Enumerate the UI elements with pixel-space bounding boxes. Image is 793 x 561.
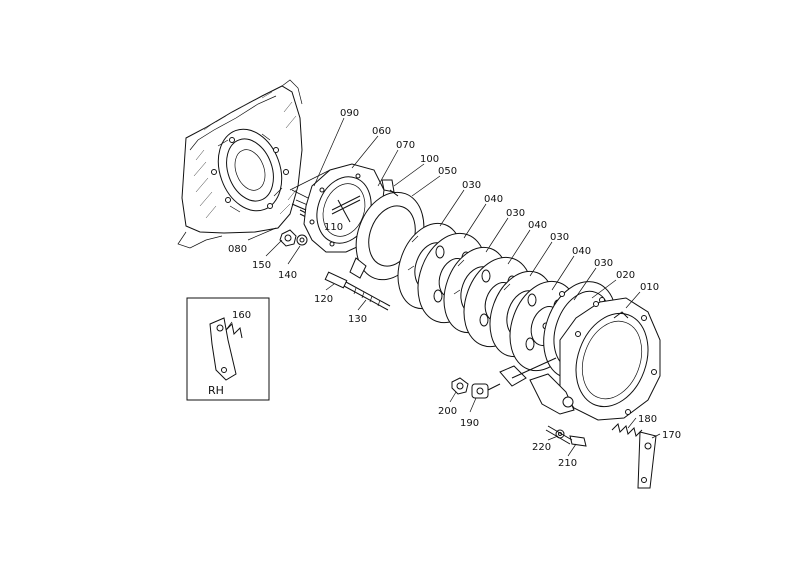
callout-100: 100 [420,154,439,165]
callout-170: 170 [662,430,681,441]
callout-220: 220 [532,442,551,453]
callout-110: 110 [324,222,343,233]
callout-070: 070 [396,140,415,151]
callout-080: 080 [228,244,247,255]
callout-040-b: 040 [528,220,547,231]
transmission-housing [177,79,311,249]
callout-180: 180 [638,414,657,425]
callout-130: 130 [348,314,367,325]
callout-190: 190 [460,418,479,429]
callout-140: 140 [278,270,297,281]
callout-210: 210 [558,458,577,469]
callout-060: 060 [372,126,391,137]
small-parts [279,189,657,489]
callout-150: 150 [252,260,271,271]
leader-lines [225,117,661,457]
callout-040-c: 040 [572,246,591,257]
callout-200: 200 [438,406,457,417]
callout-020: 020 [616,270,635,281]
callout-030-a: 030 [462,180,481,191]
callout-160: 160 [232,310,251,321]
callout-030-c: 030 [550,232,569,243]
callout-030-d: 030 [594,258,613,269]
callout-010: 010 [640,282,659,293]
inset-label-rh: RH [208,384,224,397]
callout-labels: 090 060 070 100 050 030 040 030 040 030 … [208,108,681,469]
inset-rh-box [186,297,270,401]
callout-030-b: 030 [506,208,525,219]
callout-040-a: 040 [484,194,503,205]
brake-housing-010 [529,297,661,421]
callout-120: 120 [314,294,333,305]
callout-050: 050 [438,166,457,177]
callout-090: 090 [340,108,359,119]
